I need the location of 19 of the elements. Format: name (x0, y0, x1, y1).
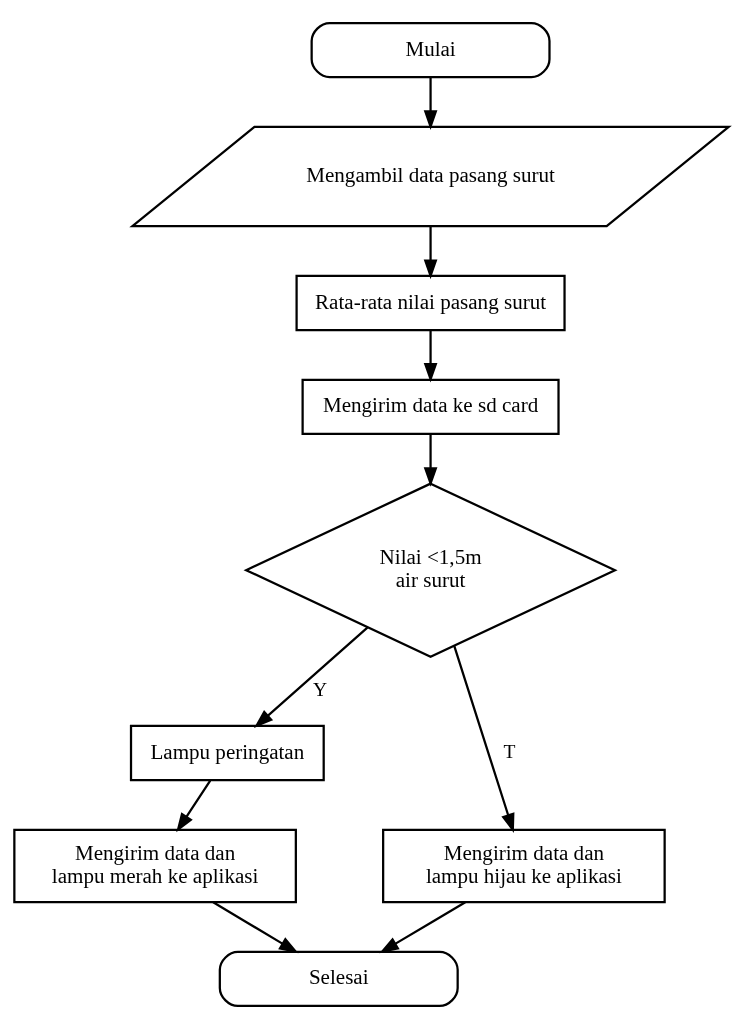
arrow (423, 433, 438, 487)
arrow (176, 779, 212, 832)
node-box: Rata-rata nilai pasang surut (295, 274, 566, 331)
arrow (379, 900, 466, 953)
node-box: Mulai (310, 21, 551, 78)
arrow (253, 626, 369, 728)
edge-label: Y (313, 678, 327, 700)
node-box: Mengirim data dan lampu hijau ke aplikasi (382, 828, 666, 903)
node-box: Mengirim data dan lampu merah ke aplikasi (13, 828, 297, 903)
arrow (423, 330, 438, 383)
node-diamond: Nilai <1,5m air surut (243, 481, 618, 658)
arrow (453, 645, 515, 833)
node-box: Lampu peringatan (129, 724, 325, 781)
arrow (423, 226, 438, 279)
edge-label: T (503, 740, 516, 762)
arrow (423, 77, 438, 130)
node-box: Selesai (218, 950, 459, 1007)
node-box: Mengirim data ke sd card (301, 378, 560, 435)
arrow (212, 900, 299, 953)
